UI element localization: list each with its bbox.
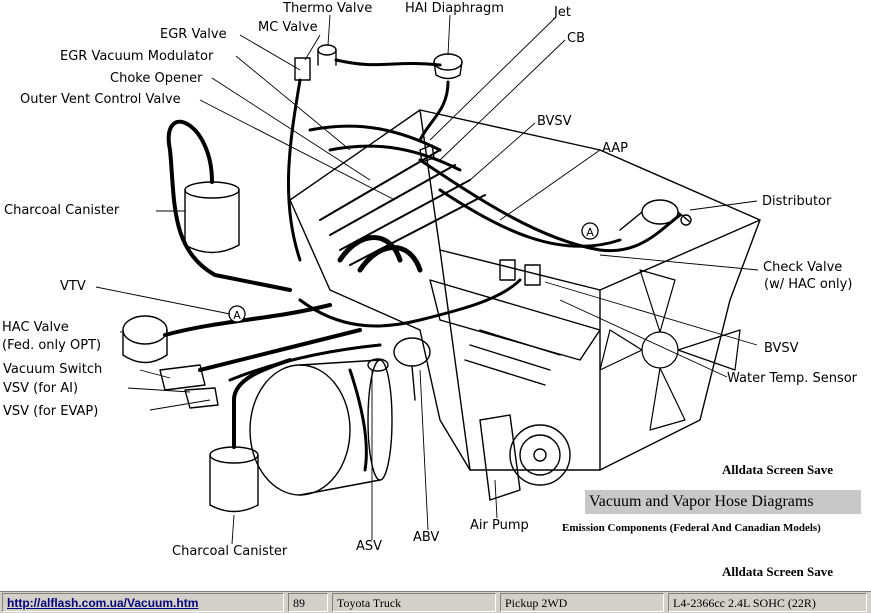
label-asv: ASV (356, 539, 383, 554)
label-vtv: VTV (60, 279, 86, 294)
label-hai-diaphragm: HAI Diaphragm (405, 1, 504, 16)
diagram-title: Vacuum and Vapor Hose Diagrams (585, 490, 861, 514)
abv (393, 337, 431, 401)
label-egr-vacuum-modulator: EGR Vacuum Modulator (60, 49, 214, 64)
engine-block (289, 109, 761, 471)
label-vsv-evap: VSV (for EVAP) (3, 404, 99, 419)
svg-text:A: A (233, 309, 241, 322)
status-model: Pickup 2WD (500, 593, 664, 612)
thermo-valve (317, 44, 442, 67)
label-hac-valve-note: (Fed. only OPT) (2, 338, 102, 353)
label-distributor: Distributor (762, 194, 832, 209)
label-vsv-ai: VSV (for AI) (3, 381, 79, 396)
mc-valve (286, 57, 311, 262)
screen-save-caption-top: Alldata Screen Save (722, 462, 833, 477)
status-engine: L4-2366cc 2.4L SOHC (22R) (668, 593, 867, 612)
status-bar: http://alflash.com.ua/Vacuum.htm 89 Toyo… (0, 591, 871, 613)
label-thermo-valve: Thermo Valve (283, 1, 373, 16)
fan (599, 269, 741, 431)
label-air-pump: Air Pump (470, 518, 529, 533)
distributor (619, 199, 692, 231)
label-check-valve-note: (w/ HAC only) (764, 277, 853, 292)
marker-a-left: A (228, 305, 246, 323)
hac-valve-assembly (122, 303, 362, 409)
label-check-valve: Check Valve (763, 260, 843, 275)
hai-diaphragm (418, 53, 463, 142)
air-cleaner (249, 359, 393, 496)
label-hac-valve: HAC Valve (2, 320, 69, 335)
label-water-temp-sensor: Water Temp. Sensor (727, 371, 858, 386)
label-charcoal-canister-bottom: Charcoal Canister (172, 544, 288, 559)
status-url-cell: http://alflash.com.ua/Vacuum.htm (2, 593, 284, 612)
marker-a-right: A (581, 222, 599, 240)
label-choke-opener: Choke Opener (110, 71, 203, 86)
label-bvsv-top: BVSV (537, 114, 572, 129)
label-charcoal-canister-top: Charcoal Canister (4, 203, 120, 218)
svg-text:A: A (586, 226, 594, 239)
charcoal-canister-top (166, 119, 292, 292)
label-bvsv-bottom: BVSV (764, 341, 799, 356)
air-pump-pulley (479, 414, 571, 501)
asv (367, 358, 389, 372)
label-aap: AAP (602, 141, 628, 156)
label-egr-valve: EGR Valve (160, 27, 227, 42)
status-year: 89 (288, 593, 328, 612)
status-url-link[interactable]: http://alflash.com.ua/Vacuum.htm (7, 596, 199, 610)
status-make: Toyota Truck (332, 593, 496, 612)
label-abv: ABV (413, 530, 440, 545)
label-jet: Jet (554, 5, 571, 20)
label-mc-valve: MC Valve (258, 20, 318, 35)
label-cb: CB (567, 31, 585, 46)
diagram-subtitle: Emission Components (Federal And Canadia… (562, 522, 821, 534)
screen-save-caption-bottom: Alldata Screen Save (722, 564, 833, 579)
label-vacuum-switch: Vacuum Switch (3, 362, 103, 377)
engine-diagram: A A (95, 14, 761, 545)
label-outer-vent-control-valve: Outer Vent Control Valve (20, 92, 181, 107)
